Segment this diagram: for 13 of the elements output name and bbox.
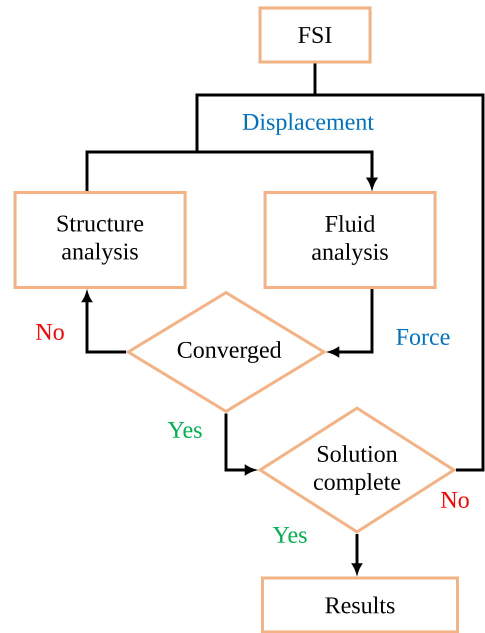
arrow — [82, 292, 126, 354]
arrow — [329, 288, 374, 357]
process-box: Structure analysis — [14, 191, 186, 289]
edge-label: Yes — [166, 420, 204, 440]
edge-label: Force — [394, 328, 452, 346]
edge-label: No — [34, 322, 66, 342]
process-box: Results — [261, 576, 459, 633]
process-box: Fluid analysis — [264, 191, 436, 289]
process-box: FSI — [258, 6, 372, 64]
arrow — [224, 413, 255, 475]
arrow — [352, 534, 362, 574]
arrow — [196, 94, 484, 472]
edge-label: Displacement — [240, 112, 376, 136]
